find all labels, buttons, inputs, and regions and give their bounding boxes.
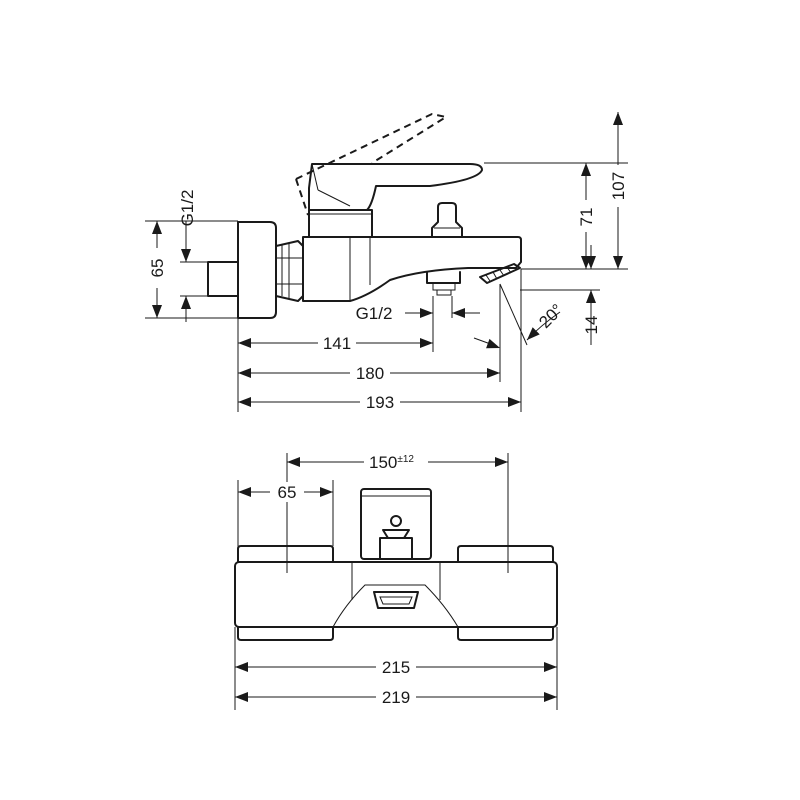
front-aerator: [373, 591, 419, 609]
dim-150-value: 150: [369, 453, 397, 472]
dim-193-label: 193: [366, 393, 394, 412]
outlet-connection: [426, 271, 461, 296]
mixer-bar: [234, 561, 558, 628]
dim-65-front-label: 65: [278, 483, 297, 502]
mixer-body: [302, 236, 522, 302]
diverter-knob: [431, 202, 463, 238]
wall-connection-stub: [207, 261, 239, 297]
dim-107-label: 107: [609, 172, 628, 200]
dim-193-horizontal: 193: [238, 392, 521, 412]
dim-14-vertical: 14: [582, 245, 601, 345]
dim-141-horizontal: 141: [238, 333, 502, 353]
dim-150-horizontal: 150±12: [287, 450, 508, 472]
dim-215-label: 215: [382, 658, 410, 677]
dim-71-label: 71: [577, 208, 596, 227]
outlet-thread-label: G1/2: [356, 304, 393, 323]
dim-180-horizontal: 180: [238, 363, 500, 383]
aerator: [479, 263, 521, 284]
dim-107-vertical: 107: [609, 112, 628, 269]
dim-outlet-thread: G1/2: [356, 304, 480, 323]
dim-141-label: 141: [323, 334, 351, 353]
inlet-thread-label: G1/2: [178, 190, 197, 227]
dim-219-horizontal: 219: [235, 687, 557, 707]
front-lever: [360, 488, 432, 560]
wall-flange: [237, 221, 277, 319]
lever-raised-outline: [295, 112, 449, 216]
hex-nut: [275, 240, 304, 302]
dim-150-tolerance: ±12: [397, 454, 414, 465]
dim-71-vertical: 71: [577, 163, 596, 269]
dim-inlet-thread: G1/2: [178, 190, 197, 322]
dim-14-label: 14: [582, 316, 601, 335]
left-handle-bottom: [237, 626, 334, 641]
dim-65-vertical: 65: [148, 221, 167, 318]
dim-150-label: 150±12: [369, 453, 414, 472]
dim-215-horizontal: 215: [235, 657, 557, 677]
dim-65-side-label: 65: [148, 259, 167, 278]
dim-180-label: 180: [356, 364, 384, 383]
side-view: 65 G1/2 71 107: [145, 112, 628, 412]
extension-lines: [145, 162, 628, 412]
right-handle-bottom: [457, 626, 554, 641]
right-handle-top: [457, 545, 554, 563]
lever-handle: [308, 163, 483, 238]
dim-angle: 20°: [523, 300, 567, 344]
dim-65-horizontal: 65: [238, 482, 333, 502]
left-handle-top: [237, 545, 334, 563]
front-view: 150±12 65 215 219: [234, 450, 558, 710]
dim-219-label: 219: [382, 688, 410, 707]
